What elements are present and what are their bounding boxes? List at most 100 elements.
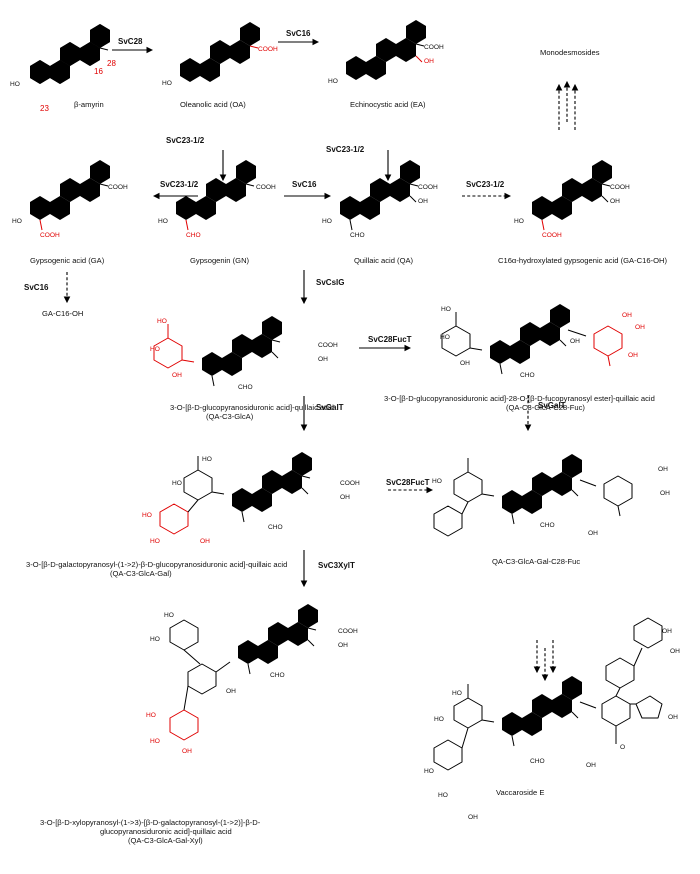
oa-ho: HO — [162, 80, 172, 87]
qafuc-fuc-oh-b: OH — [635, 324, 645, 331]
enzyme-svc3xylt: SvC3XylT — [318, 561, 355, 570]
enzyme-svc23-b: SvC23-1/2 — [326, 145, 365, 154]
label-qaxyl-2: glucopyranosiduronic acid]-quillaic acid — [100, 827, 232, 836]
gac16-ho: HO — [514, 218, 524, 225]
qa-oh: OH — [418, 198, 428, 205]
qaglca-cooh: COOH — [318, 342, 338, 349]
gac16-cooh: COOH — [610, 184, 630, 191]
enzyme-svcslg: SvCslG — [316, 278, 345, 287]
qafuc-cho: CHO — [520, 372, 535, 379]
gac16-oh: OH — [610, 198, 620, 205]
structure-qa-c3-glca-gal — [159, 444, 312, 535]
ga-cooh: COOH — [108, 184, 128, 191]
qa-cho: CHO — [350, 232, 365, 239]
enzyme-svc23-a: SvC23-1/2 — [166, 136, 205, 145]
label-gac16-full: C16α-hydroxylated gypsogenic acid (GA-C1… — [498, 256, 667, 265]
vacc-gal-ho-a: HO — [424, 768, 434, 775]
label-qaxyl-1: 3-O-[β-D-xylopyranosyl-(1->3)-[β-D-galac… — [40, 818, 261, 827]
enzyme-svc28fuct: SvC28FucT — [368, 335, 412, 344]
vacc-ho-b: HO — [434, 716, 444, 723]
qafuc-oh-a: HO — [441, 306, 451, 313]
ea-ho: HO — [328, 78, 338, 85]
qagalfuc-ho: HO — [432, 478, 442, 485]
qagal-gal-ho-b: HO — [150, 538, 160, 545]
qaxyl-cho: CHO — [270, 672, 285, 679]
label-qaglca-1: 3-O-[β-D-glucopyranosiduronic acid]-quil… — [170, 403, 334, 412]
label-qaxyl-3: (QA-C3-GlcA-Gal-Xyl) — [128, 836, 203, 845]
qaxyl-xyl-ho-b: HO — [150, 738, 160, 745]
label-qaglca-2: (QA-C3-GlcA) — [206, 412, 254, 421]
structure-echinocystic-acid — [340, 12, 426, 87]
vacc-xyl-oh-a: OH — [662, 628, 672, 635]
label-beta-amyrin: β-amyrin — [74, 100, 104, 109]
qa-ho: HO — [322, 218, 332, 225]
vacc-xyl-oh-b: OH — [670, 648, 680, 655]
enzyme-svc28fuct-b: SvC28FucT — [386, 478, 430, 487]
label-qagalfuc: QA-C3-GlcA-Gal-C28-Fuc — [492, 557, 581, 566]
qafuc-fuc-oh-a: OH — [622, 312, 632, 319]
label-quillaic-acid: Quillaic acid (QA) — [354, 256, 414, 265]
qagal-gal-oh: OH — [200, 538, 210, 545]
structure-qa-c3-glca — [153, 308, 282, 387]
vacc-cho: CHO — [530, 758, 545, 765]
qafuc-oh: OH — [570, 338, 580, 345]
vacc-ho-a: HO — [452, 690, 462, 697]
gac16-cooh-23: COOH — [542, 232, 562, 239]
qagal-oh: OH — [340, 494, 350, 501]
qagal-cho: CHO — [268, 524, 283, 531]
label-qagal-1: 3-O-[β-D-galactopyranosyl-(1->2)-β-D-glu… — [26, 560, 288, 569]
qaglca-oh-b: HO — [150, 346, 160, 353]
qaglca-oh-a: HO — [157, 318, 167, 325]
gn-cooh: COOH — [256, 184, 276, 191]
qagalfuc-oh: OH — [588, 530, 598, 537]
ga-ho: HO — [12, 218, 22, 225]
qagalfuc-fuc-oh-b: OH — [660, 490, 670, 497]
vacc-gal-oh: OH — [468, 814, 478, 821]
label-gypsogenic-acid: Gypsogenic acid (GA) — [30, 256, 105, 265]
oa-cooh: COOH — [258, 46, 278, 53]
vacc-oh: OH — [586, 762, 596, 769]
structure-qa-c3-glca-c28-fuc — [441, 296, 623, 375]
structure-ga-c16-oh — [526, 152, 612, 231]
label-vaccaroside-e: Vaccaroside E — [496, 788, 545, 797]
gn-ho: HO — [158, 218, 168, 225]
qaxyl-cooh-acid: OH — [226, 688, 236, 695]
label-qagal-2: (QA-C3-GlcA-Gal) — [110, 569, 172, 578]
enzyme-svc23-d: SvC23-1/2 — [466, 180, 505, 189]
structure-quillaic-acid — [334, 152, 420, 231]
structure-qa-c3-glca-gal-xyl — [169, 596, 318, 741]
qaxyl-xyl-ho-a: HO — [146, 712, 156, 719]
label-qafuc-2: (QA-C3-GlcA-C28-Fuc) — [506, 403, 585, 412]
position-28: 28 — [107, 59, 116, 68]
label-monodesmosides: Monodesmosides — [540, 48, 600, 57]
structure-oleanolic-acid — [174, 14, 260, 89]
vacc-o: O — [620, 744, 626, 751]
vacc-gal-ho-b: HO — [438, 792, 448, 799]
qaxyl-oh: OH — [338, 642, 348, 649]
qaxyl-ho-a: HO — [164, 612, 174, 619]
bamyrin-ho: HO — [10, 81, 20, 88]
qagal-cooh: COOH — [340, 480, 360, 487]
structure-qa-c3-glca-gal-c28-fuc — [433, 446, 633, 537]
ea-cooh: COOH — [424, 44, 444, 51]
qaglca-oh: OH — [318, 356, 328, 363]
enzyme-svc23-c: SvC23-1/2 — [160, 180, 199, 189]
qafuc-oh-c: OH — [460, 360, 470, 367]
bamyrin-core — [24, 16, 110, 91]
qagalfuc-fuc-oh-a: OH — [658, 466, 668, 473]
label-echinocystic-acid: Echinocystic acid (EA) — [350, 100, 426, 109]
label-gypsogenin: Gypsogenin (GN) — [190, 256, 250, 265]
qaxyl-ho-b: HO — [150, 636, 160, 643]
enzyme-svc16-b: SvC16 — [292, 180, 317, 189]
enzyme-svc16-c: SvC16 — [24, 283, 49, 292]
ga-cooh-23: COOH — [40, 232, 60, 239]
qagal-gal-ho-a: HO — [142, 512, 152, 519]
qagalfuc-cho: CHO — [540, 522, 555, 529]
qagal-ho-a: HO — [202, 456, 212, 463]
enzyme-svgalt-b: SvGalT — [538, 401, 566, 410]
enzyme-svgalt-a: SvGalT — [316, 403, 344, 412]
position-23: 23 — [40, 104, 49, 113]
label-gac16-short: GA-C16-OH — [42, 309, 84, 318]
